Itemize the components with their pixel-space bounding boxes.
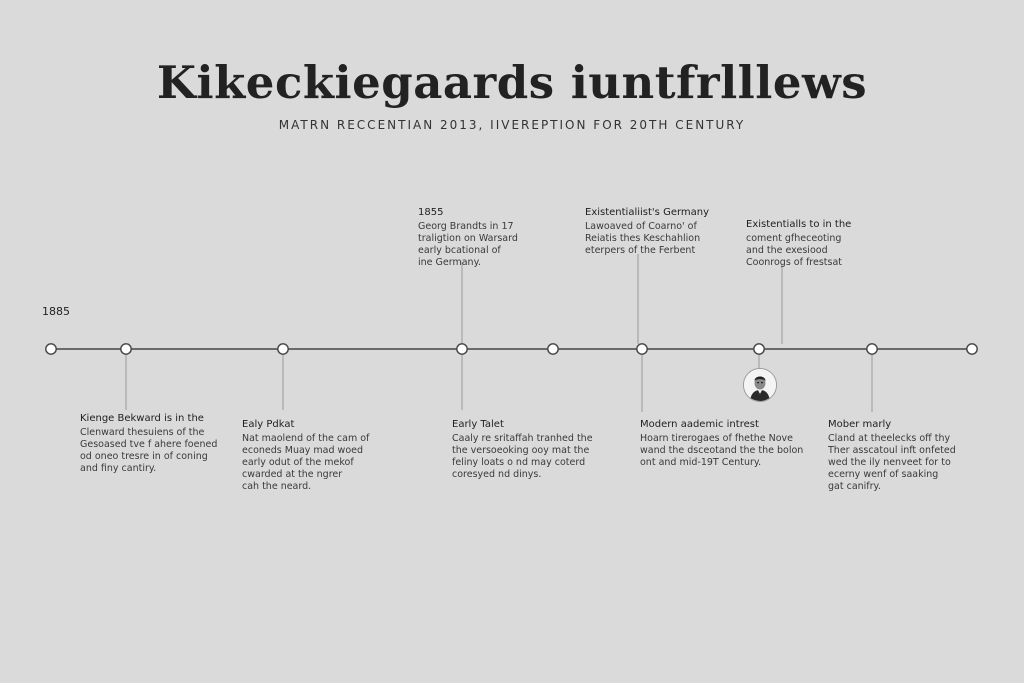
note-line: econeds Muay mad woed: [242, 445, 364, 456]
note-heading: Modern aademic intrest: [640, 419, 759, 430]
timeline-node: [120, 343, 132, 355]
note-heading: Early Talet: [452, 419, 504, 430]
note-line: the versoeoking ooy mat the: [452, 445, 590, 456]
note-below-1: Kienge Bekward is in the Clenward thesui…: [80, 413, 217, 475]
note-line: Ther asscatoul inft onfeted: [828, 445, 956, 456]
note-line: Nat maolend of the cam of: [242, 433, 370, 444]
note-heading: Ealy Pdkat: [242, 419, 295, 430]
note-line: Georg Brandts in 17: [418, 221, 514, 232]
note-heading: Kienge Bekward is in the: [80, 413, 204, 424]
note-line: Hoarn tirerogaes of fhethe Nove: [640, 433, 794, 444]
note-below-3: Early Talet Caaly re sritaffah tranhed t…: [452, 419, 593, 481]
timeline-node: [966, 343, 978, 355]
note-line: od oneo tresre in of coning: [80, 451, 208, 462]
person-portrait-icon: [743, 368, 777, 402]
timeline-node: [45, 343, 57, 355]
note-line: and the exesiood: [746, 245, 828, 256]
timeline-node: [547, 343, 559, 355]
note-line: cah the neard.: [242, 481, 312, 492]
timeline-node: [456, 343, 468, 355]
note-heading: Mober marly: [828, 419, 892, 430]
note-line: coresyed nd dinys.: [452, 469, 542, 480]
note-line: wed the ily nenveet for to: [828, 457, 951, 468]
timeline-node: [277, 343, 289, 355]
note-line: Gesoased tve f ahere foened: [80, 439, 218, 450]
timeline-node: [636, 343, 648, 355]
portrait-graphic: [744, 369, 776, 401]
note-line: Lawoaved of Coarno' of: [585, 221, 697, 232]
note-line: cwarded at the ngrer: [242, 469, 343, 480]
note-line: and finy cantiry.: [80, 463, 157, 474]
note-above-3: Existentialls to in the coment gfheceoti…: [746, 219, 851, 269]
note-line: Reiatis thes Keschahlion: [585, 233, 701, 244]
note-above-2: Existentialiist's Germany Lawoaved of Co…: [585, 207, 709, 257]
note-line: early odut of the mekof: [242, 457, 354, 468]
note-below-2: Ealy Pdkat Nat maolend of the cam of eco…: [242, 419, 369, 493]
note-line: gat canifry.: [828, 481, 881, 492]
page-title: Kikeckiegaards iuntfrlllews: [156, 56, 868, 109]
note-above-1: 1855 Georg Brandts in 17 traligtion on W…: [418, 207, 518, 269]
note-line: Coonrogs of frestsat: [746, 257, 843, 268]
note-line: eterpers of the Ferbent: [585, 245, 696, 256]
note-line: ecerny wenf of saaking: [828, 469, 939, 480]
note-line: coment gfheceoting: [746, 233, 842, 244]
note-heading: Existentialiist's Germany: [585, 207, 710, 218]
note-heading: Existentialls to in the: [746, 219, 852, 230]
page-subtitle: MATRN RECCENTIAN 2013, IIVEREPTION FOR 2…: [278, 118, 746, 132]
timeline-node: [753, 343, 765, 355]
timeline-node: [866, 343, 878, 355]
note-heading: 1855: [418, 207, 444, 218]
note-line: Caaly re sritaffah tranhed the: [452, 433, 593, 444]
note-line: ont and mid-19T Century.: [640, 457, 762, 468]
note-below-5: Mober marly Cland at theelecks off thy T…: [828, 419, 956, 493]
note-line: wand the dsceotand the the bolon: [640, 445, 804, 456]
note-line: Clenward thesuiens of the: [80, 427, 205, 438]
note-line: ine Germany.: [418, 257, 481, 268]
axis-start-label: 1885: [42, 305, 70, 318]
note-line: feliny loats o nd may coterd: [452, 457, 586, 468]
note-line: Cland at theelecks off thy: [828, 433, 951, 444]
note-line: early bcational of: [418, 245, 501, 256]
note-below-4: Modern aademic intrest Hoarn tirerogaes …: [640, 419, 803, 469]
note-line: traligtion on Warsard: [418, 233, 518, 244]
